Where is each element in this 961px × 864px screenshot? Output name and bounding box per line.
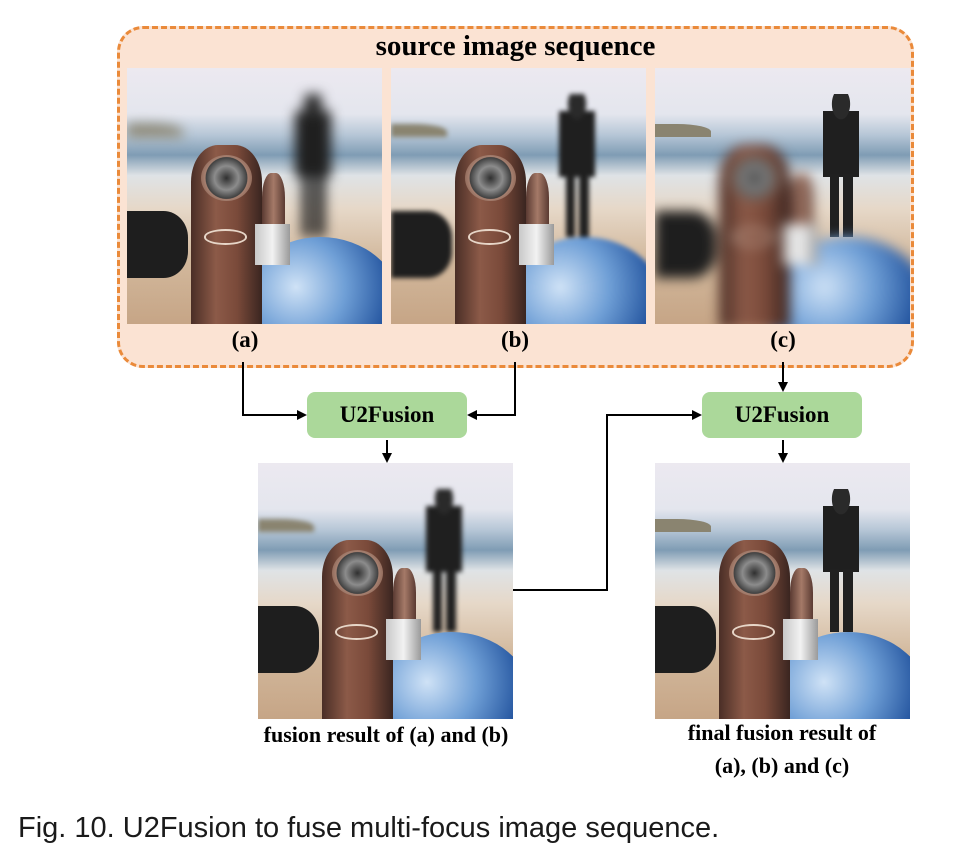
source-sequence-title: source image sequence [375, 30, 656, 62]
source-label-a: (a) [231, 327, 259, 352]
fusion-result-ab-image [258, 463, 513, 719]
source-image-b [391, 68, 646, 324]
source-image-a [127, 68, 382, 324]
source-label-c: (c) [770, 327, 796, 352]
figure-caption: Fig. 10. U2Fusion to fuse multi-focus im… [18, 812, 720, 844]
arrow-a-to-fusion1 [242, 362, 307, 420]
fusion-result-ab-caption: fusion result of (a) and (b) [263, 722, 509, 747]
final-fusion-result-caption-line1: final fusion result of [687, 720, 877, 745]
u2fusion-block-1: U2Fusion [307, 392, 467, 438]
arrow-result-to-fusion2 [513, 410, 702, 591]
source-image-c [655, 68, 910, 324]
final-fusion-result-image [655, 463, 910, 719]
final-fusion-result-caption-line2: (a), (b) and (c) [714, 753, 850, 778]
u2fusion-block-2: U2Fusion [702, 392, 862, 438]
source-label-b: (b) [500, 327, 530, 352]
arrow-b-to-fusion1 [467, 362, 516, 420]
